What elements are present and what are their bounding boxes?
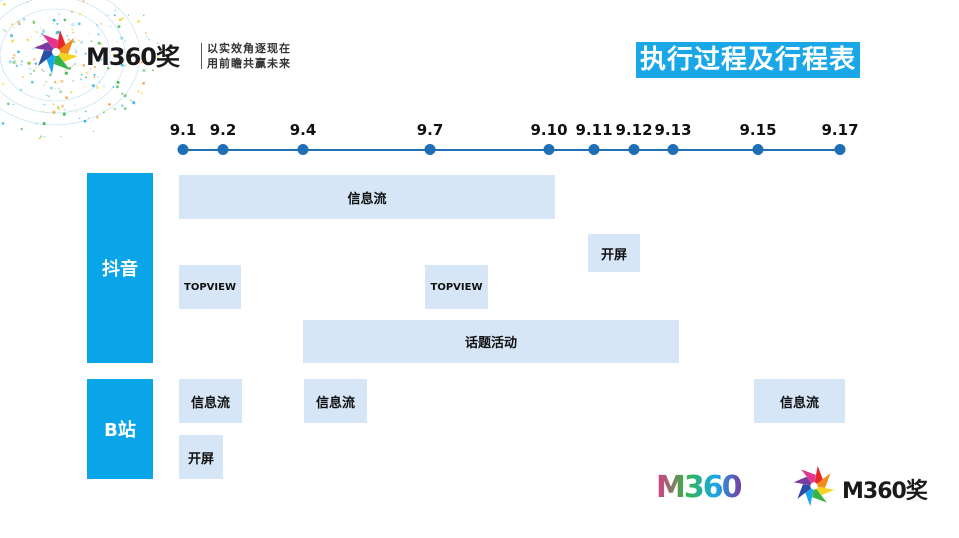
bilibili-infoflow-bar-3: 信息流: [754, 379, 845, 423]
pinwheel-logo-icon: [793, 465, 835, 507]
timeline-dot-9.12: [628, 144, 640, 155]
m360-footer-logo: M360: [656, 470, 744, 505]
timeline-dot-9.4: [297, 144, 309, 155]
slogan-line-1: 以实效角逐现在: [207, 42, 291, 55]
timeline-date-label: 9.1: [169, 121, 197, 139]
timeline-date-label: 9.17: [821, 121, 859, 139]
timeline-date-label: 9.2: [209, 121, 237, 139]
timeline-date-label: 9.11: [575, 121, 613, 139]
douyin-topview-bar-2: TOPVIEW: [425, 265, 488, 309]
douyin-infoflow-bar: 信息流: [179, 175, 555, 219]
timeline-dot-9.10: [543, 144, 555, 155]
timeline-dot-9.7: [424, 144, 436, 155]
brand-name: M360奖: [86, 43, 180, 71]
slogan-line-2: 用前瞻共赢未来: [207, 57, 291, 70]
douyin-topview-bar-1: TOPVIEW: [179, 265, 241, 309]
m360-footer-logo-text: M360: [656, 470, 742, 505]
timeline-dot-9.15: [752, 144, 764, 155]
page-title: 执行过程及行程表: [636, 42, 861, 78]
timeline-dot-9.13: [667, 144, 679, 155]
timeline-date-label: 9.4: [289, 121, 317, 139]
platform-label-bilibili: B站: [87, 379, 153, 479]
decorative-globe-graphic: [0, 0, 160, 140]
logo-divider: [201, 43, 202, 69]
pinwheel-logo-icon: [34, 30, 78, 74]
award-footer-logo-text: M360奖: [842, 479, 928, 504]
douyin-topic-activity-bar: 话题活动: [303, 320, 679, 363]
douyin-splash-bar: 开屏: [588, 234, 640, 272]
timeline-date-label: 9.13: [654, 121, 692, 139]
timeline-date-label: 9.12: [615, 121, 653, 139]
timeline-dot-9.1: [177, 144, 189, 155]
platform-label-douyin: 抖音: [87, 173, 153, 363]
bilibili-infoflow-bar-1: 信息流: [179, 379, 242, 423]
brand-logo: M360奖: [30, 26, 205, 78]
timeline-date-label: 9.10: [530, 121, 568, 139]
timeline-date-label: 9.7: [416, 121, 444, 139]
timeline-dot-9.11: [588, 144, 600, 155]
timeline-dot-9.2: [217, 144, 229, 155]
timeline-axis: [183, 149, 840, 151]
m360-award-footer-logo: M360奖: [790, 462, 940, 510]
bilibili-splash-bar: 开屏: [179, 435, 223, 479]
timeline-date-label: 9.15: [739, 121, 777, 139]
timeline-dot-9.17: [834, 144, 846, 155]
bilibili-infoflow-bar-2: 信息流: [304, 379, 367, 423]
